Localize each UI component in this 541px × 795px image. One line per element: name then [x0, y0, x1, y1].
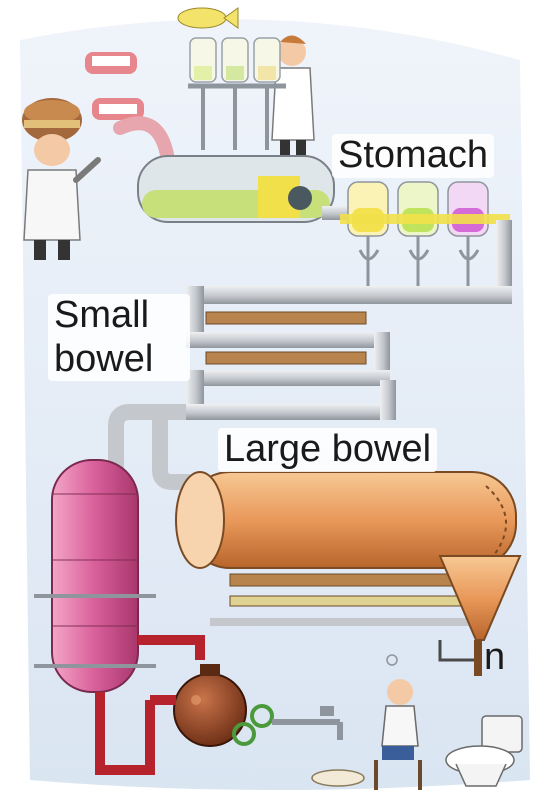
- label-small-bowel-line2: bowel: [54, 338, 184, 382]
- bowl-icon: [312, 770, 364, 786]
- label-small-bowel-line1: Small: [54, 294, 184, 338]
- esophagus-tank: [138, 156, 334, 222]
- pipe-right-down: [496, 220, 512, 292]
- small-bowel-pipe-top: [192, 286, 512, 304]
- tank-icon: [34, 460, 156, 692]
- label-small-bowel: Small bowel: [48, 294, 190, 381]
- label-edge-fragment: n: [484, 636, 505, 680]
- funnel-spout: [474, 640, 482, 676]
- label-large-bowel: Large bowel: [218, 428, 437, 472]
- label-stomach: Stomach: [332, 134, 494, 178]
